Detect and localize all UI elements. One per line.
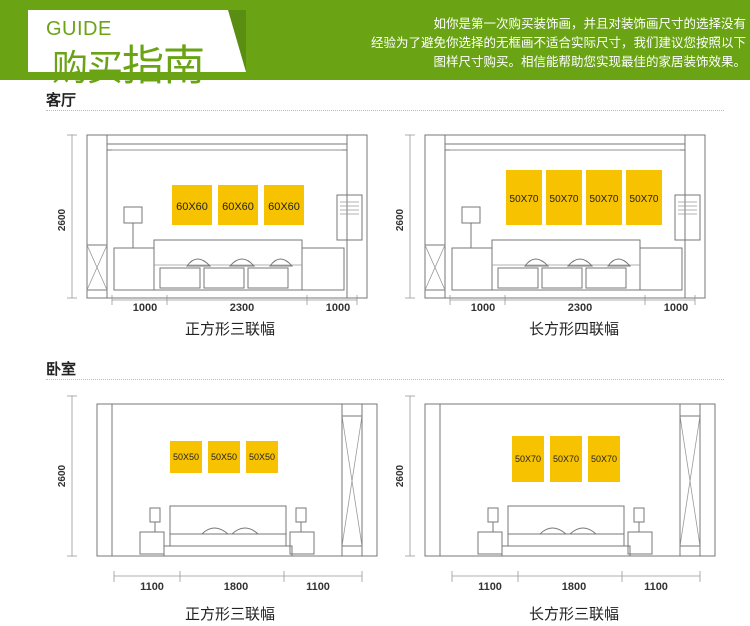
panel-size-label: 50X50 [173,452,199,462]
art-panel [586,170,622,225]
width-dimension-label: 1000 [664,302,688,314]
height-label: 2600 [395,208,406,231]
living-room-drawing-1: 2600 60X60 60X60 60X60 1000 2300 1000 [52,130,382,320]
panel-size-label: 50X70 [591,454,617,464]
bedroom-elevation-2: 2600 50X70 50X70 50X70 1100 1800 1100 [395,395,716,593]
section-label-living-room: 客厅 [46,91,77,109]
panel-size-label: 60X60 [222,201,254,213]
header-line: 经验为了避免你选择的无框画不适合实际尺寸，我们建议您按照以下 [370,35,746,50]
art-panels: 60X60 60X60 60X60 [172,185,304,225]
section-label-bedroom: 卧室 [46,360,77,378]
logo-title: 购买指南 [52,32,205,93]
art-panel [246,441,278,473]
drawing-caption: 正方形三联幅 [184,605,275,623]
guide-logo: GUIDE 购买指南 [28,10,246,90]
art-panels: 50X70 50X70 50X70 [512,436,620,482]
art-panel [550,436,582,482]
art-panel [172,185,212,225]
panel-size-label: 50X70 [550,194,579,205]
height-label: 2600 [57,464,68,487]
width-dimension-label: 1800 [224,581,248,593]
art-panel [588,436,620,482]
panel-size-label: 50X70 [553,454,579,464]
panel-size-label: 50X70 [515,454,541,464]
header-description: 如你是第一次购买装饰画，并且对装饰画尺寸的选择没有 经验为了避免你选择的无框画不… [262,14,746,71]
width-dimension-label: 1000 [471,302,495,314]
logo-fold-decoration [228,10,246,72]
living-room-drawing-2: 2600 50X70 50X70 50X70 50X70 1000 2300 1… [390,130,720,320]
panel-size-label: 60X60 [176,201,208,213]
drawing-caption: 长方形四联幅 [528,320,619,338]
bedroom-drawing-1: 2600 50X50 50X50 50X50 1100 1800 1100 [52,395,382,596]
width-dimension-label: 2300 [568,302,592,314]
art-panel [208,441,240,473]
logo-title-part-a: 购买 [52,48,123,89]
header-banner: GUIDE 购买指南 如你是第一次购买装饰画，并且对装饰画尺寸的选择没有 经验为… [0,0,750,90]
width-dimension-label: 1000 [133,302,157,314]
drawing-caption: 长方形三联幅 [528,605,619,623]
section-divider [46,379,724,380]
width-dimension-label: 1100 [644,581,668,593]
width-dimension-label: 1800 [562,581,586,593]
width-dimension-label: 1100 [478,581,502,593]
width-dimension-label: 1100 [140,581,164,593]
height-label: 2600 [57,208,68,231]
art-panel [546,170,582,225]
panel-size-label: 50X70 [630,194,659,205]
logo-title-part-b: 指南 [122,41,205,90]
panel-size-label: 50X50 [249,452,275,462]
art-panel [506,170,542,225]
width-dimension-label: 2300 [230,302,254,314]
living-room-elevation-2: 2600 50X70 50X70 50X70 50X70 1000 2300 1… [395,134,706,314]
panel-size-label: 60X60 [268,201,300,213]
logo-guide-text: GUIDE [46,18,112,40]
bedroom-drawing-2: 2600 50X70 50X70 50X70 1100 1800 1100 [390,395,720,596]
living-room-elevation-1: 2600 60X60 60X60 60X60 1000 2300 1000 [57,134,368,314]
art-panel [264,185,304,225]
width-dimension-label: 1000 [326,302,350,314]
section-divider [46,110,724,111]
art-panels: 50X50 50X50 50X50 [170,441,278,473]
drawing-caption: 正方形三联幅 [184,320,275,338]
art-panels: 50X70 50X70 50X70 50X70 [506,170,662,225]
art-panel [626,170,662,225]
panel-size-label: 50X70 [590,194,619,205]
panel-size-label: 50X70 [510,194,539,205]
header-line: 如你是第一次购买装饰画，并且对装饰画尺寸的选择没有 [433,16,746,31]
art-panel [170,441,202,473]
panel-size-label: 50X50 [211,452,237,462]
art-panel [512,436,544,482]
height-label: 2600 [395,464,406,487]
width-dimension-label: 1100 [306,581,330,593]
bedroom-elevation-1: 2600 50X50 50X50 50X50 1100 1800 1100 [57,395,378,593]
header-line: 图样尺寸购买。相信能帮助您实现最佳的家居装饰效果。 [433,54,746,69]
art-panel [218,185,258,225]
